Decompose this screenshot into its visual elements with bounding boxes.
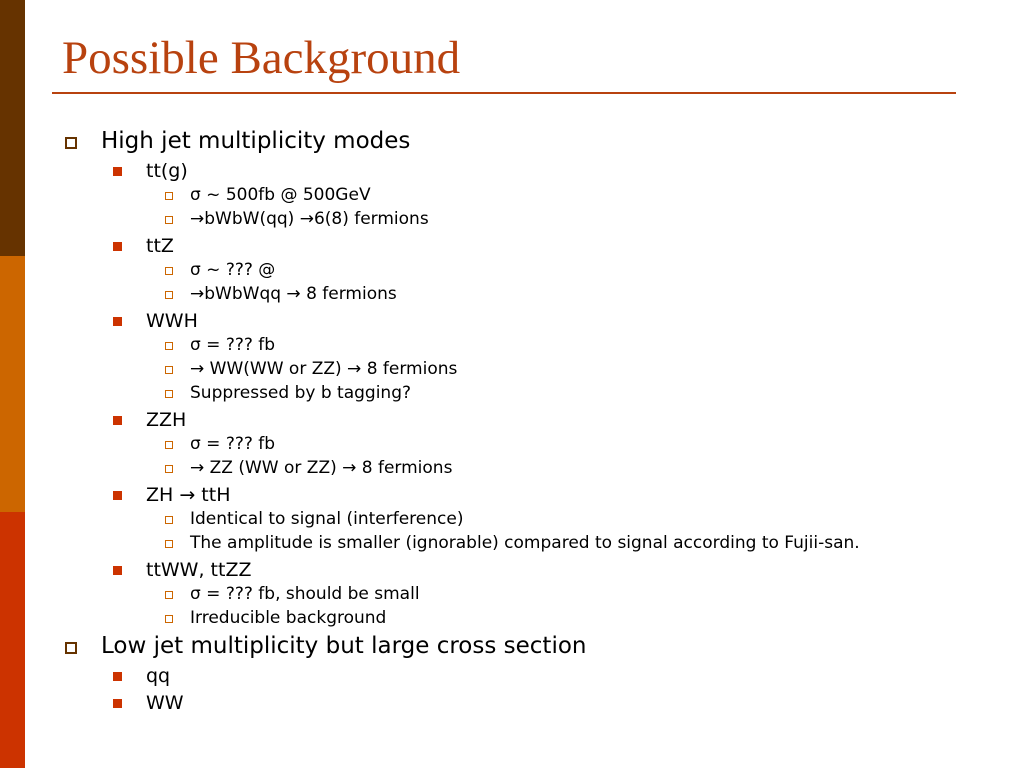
list-item-l2: WW	[146, 692, 184, 714]
bullet-square-icon	[113, 317, 122, 326]
bullet-hollow-square-icon	[165, 615, 173, 623]
list-item-l3: → WW(WW or ZZ) → 8 fermions	[190, 359, 458, 379]
list-item-l3: Identical to signal (interference)	[190, 509, 464, 529]
list-item-l1: High jet multiplicity modes	[101, 128, 411, 154]
bullet-hollow-square-icon	[165, 342, 173, 350]
bullet-hollow-square-icon	[165, 441, 173, 449]
list-item-l2: WWH	[146, 310, 198, 332]
list-item-l3: →bWbW(qq) →6(8) fermions	[190, 209, 429, 229]
bullet-hollow-square-icon	[165, 291, 173, 299]
bullet-hollow-square-icon	[165, 516, 173, 524]
bullet-hollow-square-icon	[65, 642, 77, 654]
list-item-l3: The amplitude is smaller (ignorable) com…	[190, 533, 860, 553]
title-rule	[52, 92, 956, 94]
bullet-square-icon	[113, 167, 122, 176]
bullet-square-icon	[113, 416, 122, 425]
list-item-l3: σ = ??? fb	[190, 335, 276, 355]
list-item-l2: ttZ	[146, 235, 174, 257]
list-item-l2: ZH → ttH	[146, 484, 231, 506]
left-band-orange	[0, 256, 25, 512]
list-item-l2: tt(g)	[146, 160, 188, 182]
list-item-l2: ttWW, ttZZ	[146, 559, 252, 581]
list-item-l2: ZZH	[146, 409, 187, 431]
bullet-hollow-square-icon	[165, 390, 173, 398]
bullet-hollow-square-icon	[165, 366, 173, 374]
list-item-l3: Irreducible background	[190, 608, 387, 628]
left-band-dark	[0, 0, 25, 256]
list-item-l2: qq	[146, 665, 171, 687]
bullet-hollow-square-icon	[165, 267, 173, 275]
bullet-hollow-square-icon	[65, 137, 77, 149]
bullet-hollow-square-icon	[165, 192, 173, 200]
list-item-l3: σ ~ ??? @	[190, 260, 276, 280]
bullet-square-icon	[113, 566, 122, 575]
list-item-l3: σ = ??? fb, should be small	[190, 584, 420, 604]
bullet-hollow-square-icon	[165, 465, 173, 473]
bullet-square-icon	[113, 491, 122, 500]
list-item-l3: →bWbWqq → 8 fermions	[190, 284, 397, 304]
bullet-square-icon	[113, 672, 122, 681]
list-item-l3: → ZZ (WW or ZZ) → 8 fermions	[190, 458, 453, 478]
list-item-l3: σ ~ 500fb @ 500GeV	[190, 185, 371, 205]
list-item-l3: Suppressed by b tagging?	[190, 383, 412, 403]
bullet-square-icon	[113, 242, 122, 251]
slide-title: Possible Background	[62, 32, 461, 84]
list-item-l3: σ = ??? fb	[190, 434, 276, 454]
bullet-hollow-square-icon	[165, 540, 173, 548]
bullet-hollow-square-icon	[165, 216, 173, 224]
list-item-l1: Low jet multiplicity but large cross sec…	[101, 633, 587, 659]
left-band-red	[0, 512, 25, 768]
bullet-hollow-square-icon	[165, 591, 173, 599]
bullet-square-icon	[113, 699, 122, 708]
